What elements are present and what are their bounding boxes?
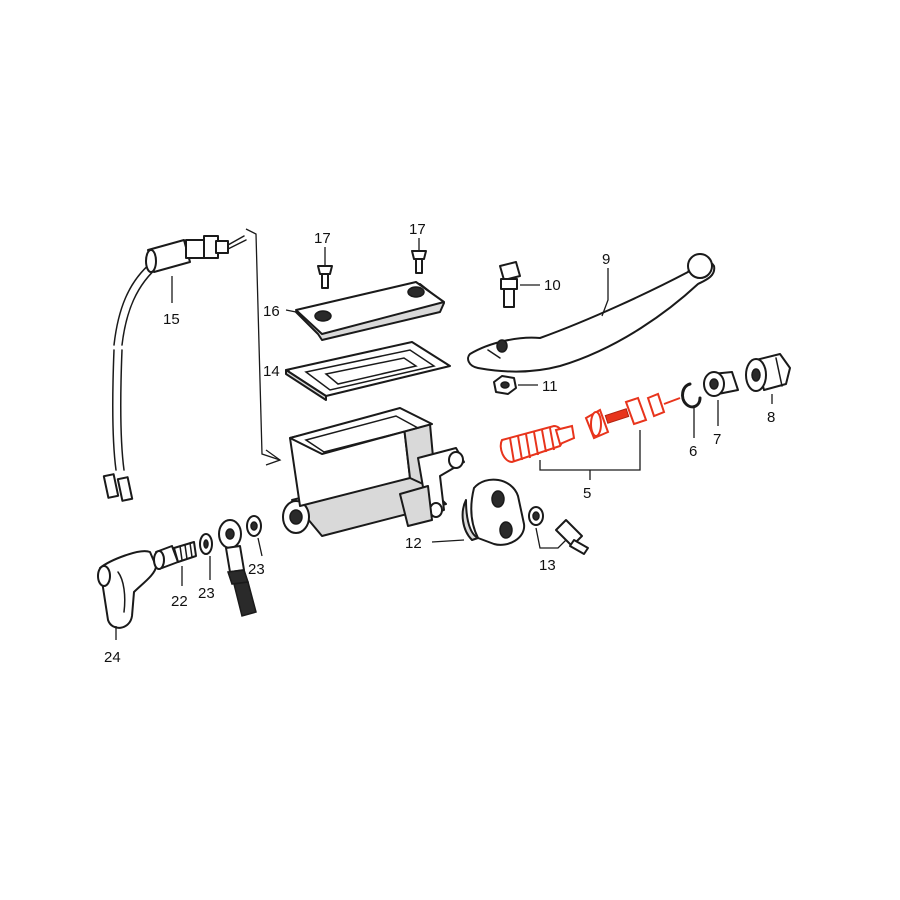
callout-12: 12	[405, 535, 422, 552]
callout-14: 14	[263, 363, 280, 380]
callout-9: 9	[602, 251, 610, 268]
clamp-bolt-and-washer	[528, 506, 589, 555]
callout-16: 16	[263, 303, 280, 320]
reservoir-cap	[295, 281, 445, 341]
cap-screw-left	[317, 247, 333, 289]
callout-24: 24	[104, 649, 121, 666]
piston-spring	[499, 424, 576, 464]
callout-11: 11	[542, 378, 558, 395]
callout-23-left: 23	[198, 585, 215, 602]
piston-assembly	[584, 392, 681, 440]
callout-6: 6	[689, 443, 697, 460]
brake-lever	[467, 253, 716, 373]
circlip	[681, 382, 702, 409]
master-cylinder-body	[282, 407, 465, 537]
pivot-nut	[493, 375, 517, 395]
banjo-bolt	[153, 541, 197, 570]
piston-bushing	[703, 371, 739, 397]
callout-22: 22	[171, 593, 188, 610]
callout-17-left: 17	[314, 230, 331, 247]
brake-light-switch	[102, 235, 247, 502]
callout-10: 10	[544, 277, 561, 294]
callout-23-right: 23	[248, 561, 265, 578]
reservoir-diaphragm	[285, 341, 451, 401]
handlebar-clamp	[461, 478, 526, 546]
cap-screw-right	[411, 238, 427, 274]
lever-pivot-bolt	[499, 261, 521, 308]
callout-5: 5	[583, 485, 591, 502]
sealing-washer-right	[246, 515, 262, 537]
callout-15: 15	[163, 311, 180, 328]
callout-7: 7	[713, 431, 721, 448]
callout-17-right: 17	[409, 221, 426, 238]
callout-13: 13	[539, 557, 556, 574]
sealing-washer-left	[199, 533, 213, 555]
dust-boot	[745, 353, 791, 392]
banjo-rubber-cover	[97, 550, 157, 629]
callout-8: 8	[767, 409, 775, 426]
brake-hose-banjo-fitting	[218, 519, 257, 617]
